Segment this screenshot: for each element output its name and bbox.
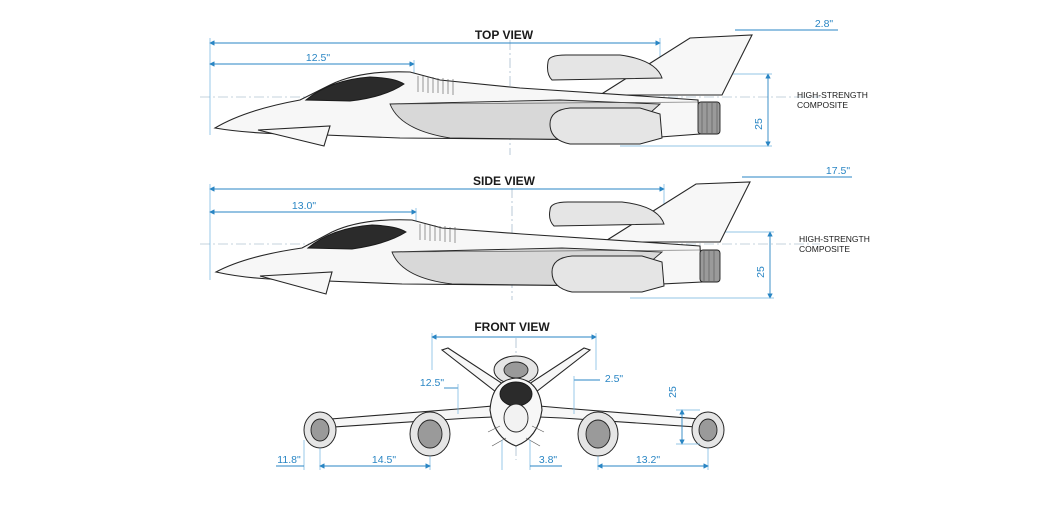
- side-engine: [551, 255, 665, 293]
- front-view-title: FRONT VIEW: [474, 320, 550, 334]
- front-engine-left-outer: [303, 411, 337, 449]
- side-tail-fin: [602, 181, 751, 243]
- front-inner-left-dim: 12.5": [420, 377, 444, 389]
- side-view-title: SIDE VIEW: [473, 174, 536, 188]
- side-height-dim: 25: [755, 266, 767, 278]
- front-canopy: [499, 381, 533, 407]
- top-engine: [549, 107, 663, 145]
- top-view-title: TOP VIEW: [475, 28, 534, 42]
- front-engine-left-inner: [409, 411, 451, 457]
- front-span-right-dim: 13.2": [636, 454, 660, 466]
- front-span-left-dim: 14.5": [372, 454, 396, 466]
- top-material-note-1: HIGH-STRENGTH: [797, 90, 868, 100]
- front-engine-right-outer: [691, 411, 725, 449]
- side-view: SIDE VIEW 13.0" 17.5" 25 HIGH-STRENGTH C…: [200, 165, 870, 300]
- top-tail-fin: [598, 34, 753, 96]
- top-material-note-2: COMPOSITE: [797, 100, 848, 110]
- side-length-dim: 13.0": [292, 200, 316, 212]
- front-inner-right-dim: 2.5": [605, 373, 624, 385]
- front-height-dim: 25: [667, 386, 679, 398]
- top-length-dim: 12.5": [306, 52, 330, 64]
- top-height-dim: 25: [753, 118, 765, 130]
- front-tip-left-dim: 11.8": [277, 454, 301, 466]
- top-view: TOP VIEW 12.5" 2.8" 25 HIGH-STRENGTH COM…: [200, 18, 868, 155]
- side-material-note-2: COMPOSITE: [799, 244, 850, 254]
- top-tail-dim: 2.8": [815, 18, 834, 30]
- side-tail-dim: 17.5": [826, 165, 850, 177]
- side-material-note-1: HIGH-STRENGTH: [799, 234, 870, 244]
- front-engine-right-inner: [577, 411, 619, 457]
- side-canopy: [306, 224, 407, 250]
- front-view: FRONT VIEW: [276, 320, 725, 470]
- top-canopy: [304, 76, 405, 102]
- front-center-dim: 3.8": [539, 454, 558, 466]
